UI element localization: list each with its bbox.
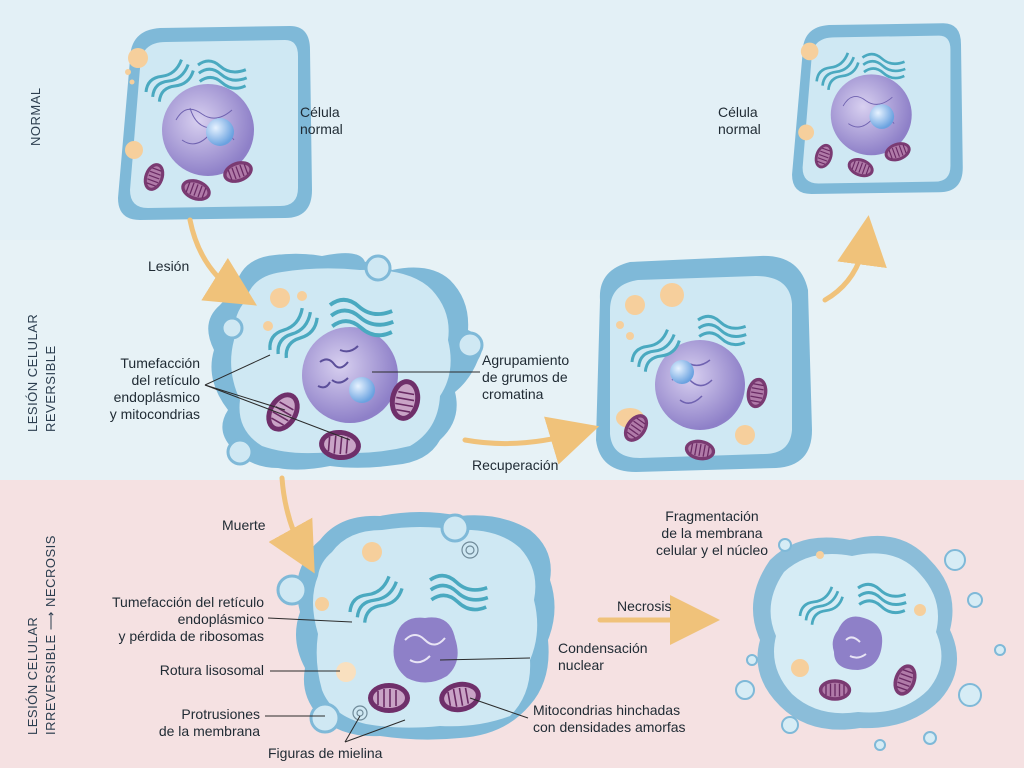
cell-fragmented-icon (735, 535, 1006, 751)
label-death: Muerte (222, 517, 266, 533)
cell-recovered-icon (596, 255, 812, 472)
cell-normal-icon (118, 26, 312, 220)
cell-normal-icon-2 (792, 23, 963, 195)
label-normal-cell-2: Célula normal (718, 104, 761, 137)
cell-necrotic-icon (276, 512, 555, 740)
label-membrane-blebs: Protrusiones de la membrana (158, 706, 260, 739)
label-recovery: Recuperación (472, 457, 559, 473)
leader-lines (204, 354, 531, 743)
label-swelling-er-mito: Tumefacción del retículo endoplásmico y … (109, 355, 200, 422)
label-chromatin-clumping: Agrupamiento de grumos de cromatina (482, 352, 570, 402)
label-swelling-er-ribosomes: Tumefacción del retículo endoplásmico y … (112, 594, 264, 644)
label-normal-cell-1: Célula normal (300, 104, 343, 137)
label-nuclear-condensation: Condensación nuclear (558, 640, 648, 673)
label-necrosis: Necrosis (617, 598, 672, 614)
band-reversible (0, 240, 1024, 480)
arrows (187, 215, 887, 645)
label-fragmentation: Fragmentación de la membrana celular y e… (655, 508, 769, 558)
label-swollen-mito: Mitocondrias hinchadas con densidades am… (533, 702, 686, 735)
label-myelin-figures: Figuras de mielina (268, 745, 383, 761)
label-lysosome-rupture: Rotura lisosomal (159, 662, 264, 678)
cell-swollen-icon (208, 253, 484, 470)
label-injury: Lesión (148, 258, 190, 274)
